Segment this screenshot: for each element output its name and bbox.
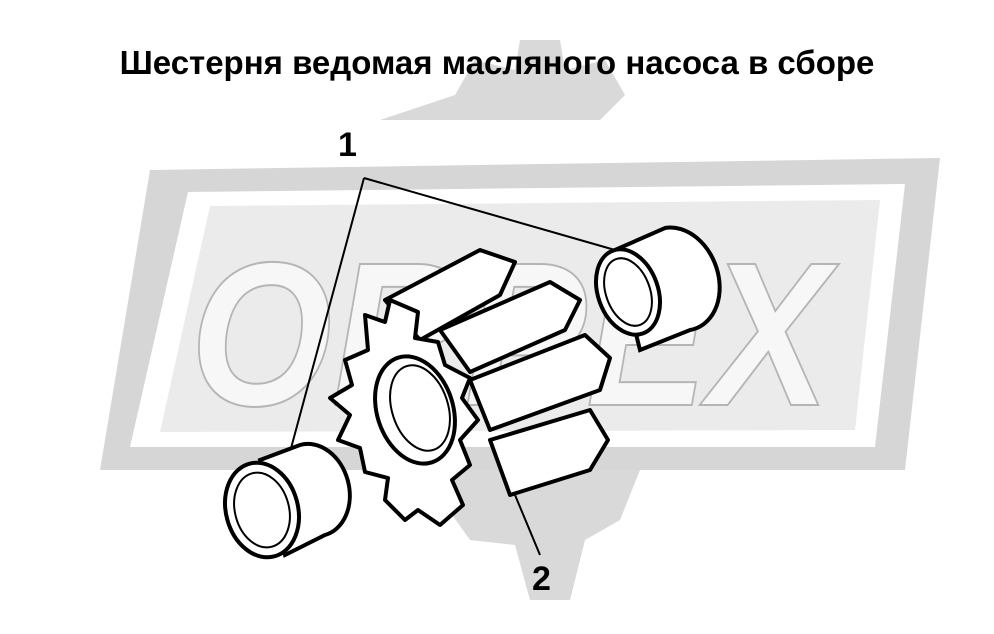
leader-line-1a: [363, 177, 616, 251]
bushing-left: [223, 441, 352, 560]
bushing-right: [594, 225, 722, 353]
page-title: Шестерня ведомая масляного насоса в сбор…: [119, 44, 875, 81]
driven-gear: [328, 248, 612, 527]
leader-line-1b: [289, 177, 365, 453]
leader-line-2: [514, 494, 541, 556]
leader-lines: [289, 177, 616, 556]
callout-label-1: 1: [338, 126, 357, 164]
callout-label-2: 2: [532, 560, 551, 598]
watermark-gear: [380, 40, 640, 600]
